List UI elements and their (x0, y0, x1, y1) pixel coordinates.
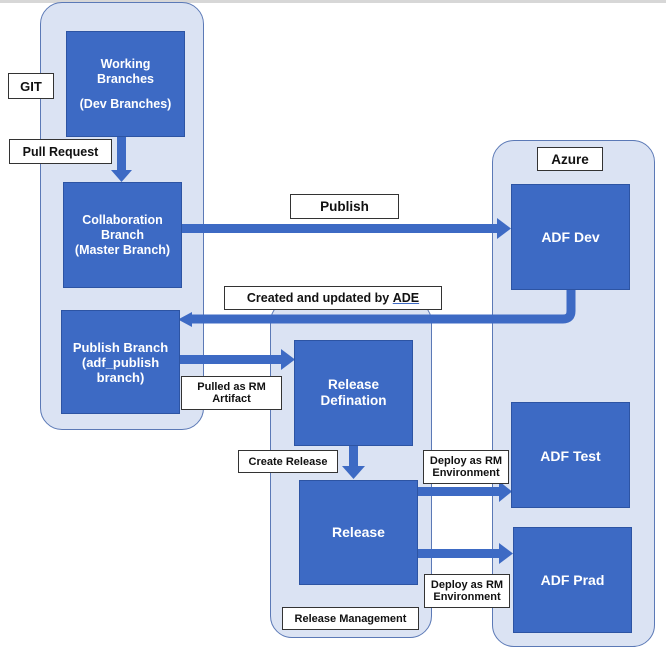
publish-branch-line1: Publish Branch (72, 339, 169, 355)
adf-dev-box: ADF Dev (511, 184, 630, 290)
collab-line1: Collaboration (82, 212, 163, 227)
deploy-test-line1: Deploy as RM (429, 455, 503, 467)
publish-branch-line2: (adf_publish (81, 354, 160, 370)
git-label: GIT (8, 73, 54, 99)
collaboration-branch-box: Collaboration Branch (Master Branch) (63, 182, 182, 288)
adf-prad-box: ADF Prad (513, 527, 632, 633)
working-branches-box: Working Branches (Dev Branches) (66, 31, 185, 137)
working-branches-line2: Branches (97, 71, 154, 86)
release-definition-line1: Release (327, 377, 380, 392)
arrow-deploy-test (416, 487, 501, 496)
arrow-working-to-collab-head (111, 170, 132, 182)
adf-dev-label: ADF Dev (541, 228, 600, 245)
azure-label: Azure (537, 147, 603, 171)
arrow-publish-head (497, 218, 511, 239)
arrow-deploy-prod-head (499, 543, 513, 564)
arrow-working-to-collab (117, 136, 126, 172)
release-management-label: Release Management (282, 607, 419, 630)
pulled-as-rm-line2: Artifact (212, 393, 251, 405)
pulled-as-rm-line1: Pulled as RM (197, 381, 266, 393)
arrow-create-release-head (342, 466, 365, 479)
deploy-prod-line1: Deploy as RM (430, 579, 504, 591)
release-label: Release (332, 524, 385, 540)
adf-test-box: ADF Test (511, 402, 630, 508)
adf-test-label: ADF Test (540, 448, 601, 464)
deploy-prod-label: Deploy as RM Environment (424, 574, 510, 608)
arrow-dev-to-publish-branch (190, 290, 576, 324)
working-branches-line3: (Dev Branches) (79, 96, 172, 111)
arrow-deploy-test-head (499, 481, 512, 502)
deploy-prod-line2: Environment (433, 591, 501, 603)
arrow-create-release (349, 444, 358, 468)
arrow-deploy-prod (416, 549, 501, 558)
top-border (0, 0, 666, 3)
publish-branch-box: Publish Branch (adf_publish branch) (61, 310, 180, 414)
created-updated-prefix: Created and updated by (246, 291, 390, 305)
collab-line2: Branch (100, 227, 145, 242)
arrow-publish (181, 224, 499, 233)
deploy-test-label: Deploy as RM Environment (423, 450, 509, 484)
release-box: Release (299, 480, 418, 585)
publish-branch-line3: branch) (96, 369, 145, 385)
create-release-label: Create Release (238, 450, 338, 473)
deploy-test-line2: Environment (432, 467, 500, 479)
arrow-dev-to-publish-branch-head (178, 312, 192, 327)
adf-prad-label: ADF Prad (540, 571, 605, 588)
publish-label: Publish (290, 194, 399, 219)
pull-request-label: Pull Request (9, 139, 112, 164)
created-updated-label: Created and updated by ADE (224, 286, 442, 310)
release-definition-box: Release Defination (294, 340, 413, 446)
arrow-pulled-rm-head (281, 349, 295, 370)
created-updated-ade: ADE (392, 291, 420, 305)
arrow-pulled-rm (179, 355, 283, 364)
collab-line3: (Master Branch) (74, 242, 171, 257)
release-definition-line2: Defination (320, 393, 387, 408)
pulled-as-rm-label: Pulled as RM Artifact (181, 376, 282, 410)
working-branches-line1: Working (100, 56, 151, 71)
